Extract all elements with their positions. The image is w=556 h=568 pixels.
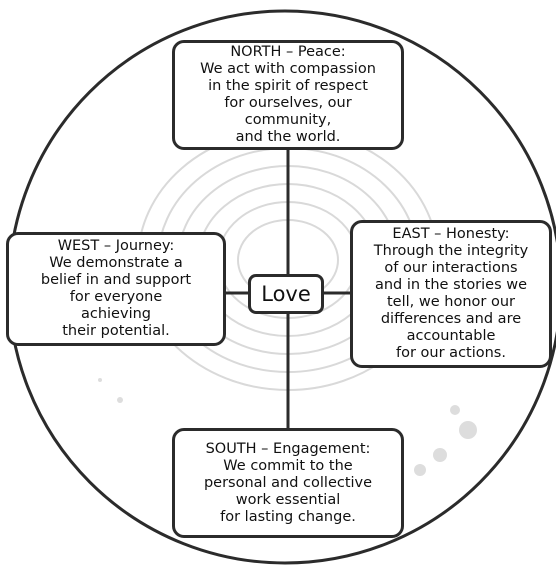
background-dots <box>98 378 477 476</box>
north-box: NORTH – Peace: We act with compassion in… <box>172 40 404 150</box>
east-text: Through the integrity of our interaction… <box>373 243 529 361</box>
west-box: WEST – Journey: We demonstrate a belief … <box>6 232 226 346</box>
south-box: SOUTH – Engagement: We commit to the per… <box>172 428 404 538</box>
south-text: We commit to the personal and collective… <box>203 457 373 525</box>
north-text: We act with compassion in the spirit of … <box>200 61 376 145</box>
east-title: EAST – Honesty: <box>392 226 510 242</box>
south-title: SOUTH – Engagement: <box>205 440 371 457</box>
west-text: We demonstrate a belief in and support f… <box>40 255 192 339</box>
center-love-box: Love <box>248 274 324 314</box>
east-box: EAST – Honesty: Through the integrity of… <box>350 220 552 368</box>
north-title: NORTH – Peace: <box>230 44 346 60</box>
west-title: WEST – Journey: <box>57 238 175 254</box>
